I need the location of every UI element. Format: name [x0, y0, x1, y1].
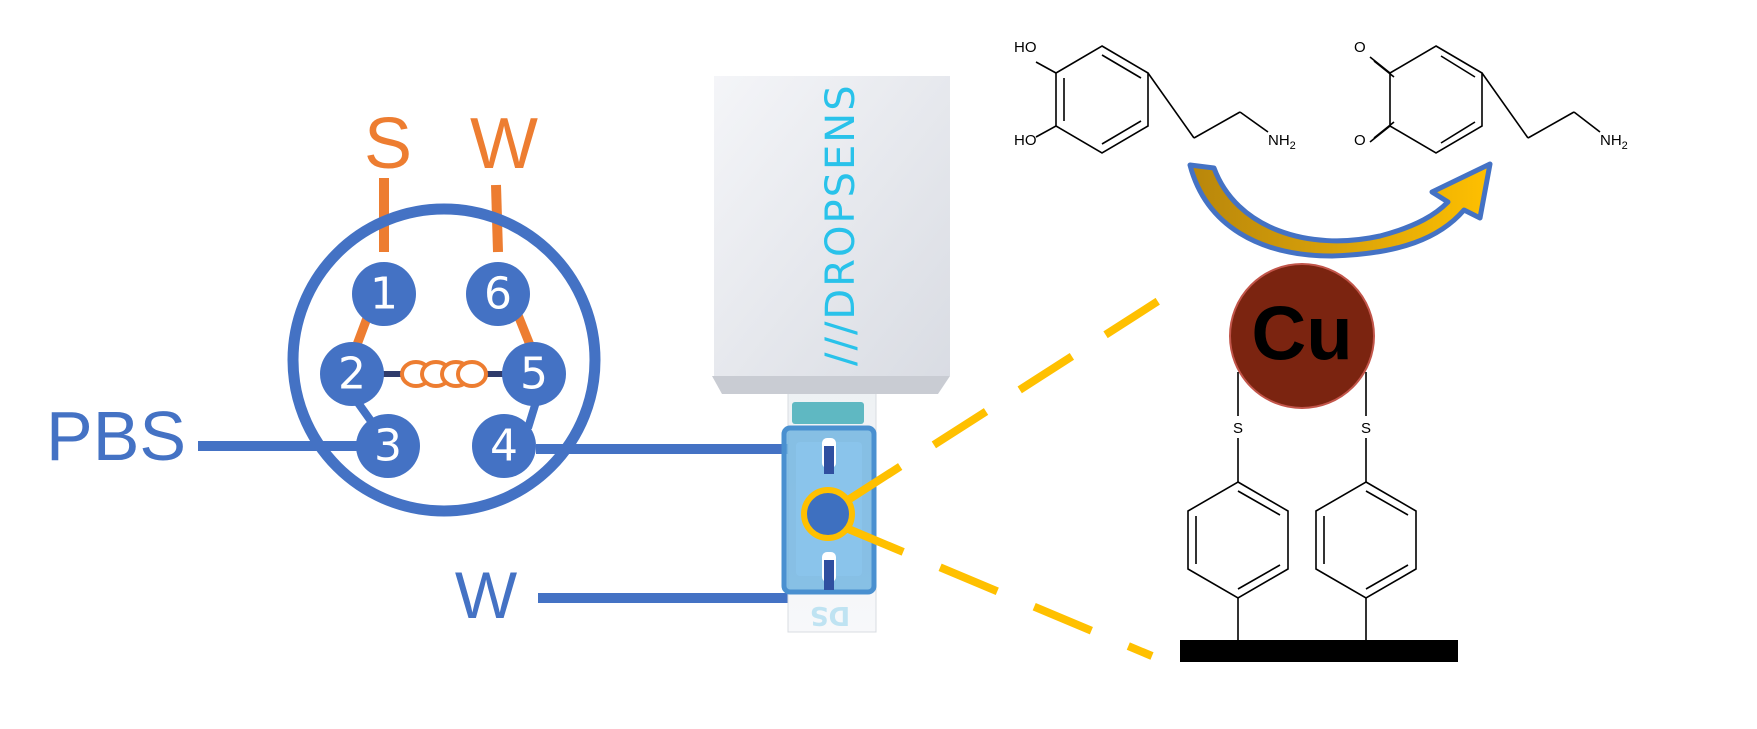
- oxidation-arrow: [1187, 161, 1493, 259]
- valve-body: [287, 203, 601, 517]
- sample-loop-coil: [400, 360, 488, 388]
- product-carbonyl-bottom: O: [1354, 132, 1366, 149]
- connector-box: [714, 76, 950, 376]
- modified-surface: Cu S S: [1180, 263, 1458, 662]
- electrode-surface-bar: [1180, 640, 1458, 662]
- flow-cell: [781, 425, 877, 595]
- copper-center: [1229, 263, 1375, 409]
- valve-port-2: 2: [320, 342, 384, 406]
- port-label: 1: [370, 269, 398, 320]
- working-electrode: [801, 487, 855, 541]
- dopamine-molecule: [1035, 45, 1269, 154]
- zoom-line-lower: [844, 524, 1154, 660]
- port-label: 5: [520, 349, 548, 400]
- reactant-hydroxyl-bottom: HO: [1014, 132, 1037, 149]
- valve-port-4: 4: [472, 414, 536, 478]
- brand-logo: ///DROPSENS: [818, 83, 864, 366]
- port-label: 6: [484, 269, 512, 320]
- injection-valve: 1 6 2 5 3 4 S W PBS W: [46, 104, 601, 632]
- zoom-line-upper: [845, 292, 1169, 504]
- copper-label: Cu: [1251, 292, 1352, 377]
- valve-port-3: 3: [356, 414, 420, 478]
- waste-label-top: W: [470, 104, 538, 184]
- channel-5-4: [524, 400, 540, 430]
- reactant-amine: NH2: [1268, 132, 1296, 152]
- valve-port-5: 5: [502, 342, 566, 406]
- connector-box-bottom-face: [712, 376, 950, 394]
- port-label: 2: [338, 349, 366, 400]
- port-label: 4: [490, 421, 518, 472]
- sulfur-label-right: S: [1361, 420, 1371, 437]
- electrode-footer-logo: DS: [810, 600, 850, 630]
- port-label: 3: [374, 421, 402, 472]
- dopamine-quinone-molecule: [1369, 45, 1601, 154]
- thiophenol-linkers: [1187, 372, 1417, 640]
- electrode-contact-pad: [792, 402, 864, 424]
- product-carbonyl-top: O: [1354, 39, 1366, 56]
- screen-printed-electrode: ///DROPSENS DS: [712, 76, 950, 633]
- valve-port-1: 1: [352, 262, 416, 326]
- reactant-hydroxyl-top: HO: [1014, 39, 1037, 56]
- sample-label: S: [364, 104, 412, 184]
- pbs-label: PBS: [46, 397, 186, 475]
- waste-label-bottom: W: [455, 558, 518, 632]
- valve-port-6: 6: [466, 262, 530, 326]
- product-amine: NH2: [1600, 132, 1628, 152]
- sulfur-label-left: S: [1233, 420, 1243, 437]
